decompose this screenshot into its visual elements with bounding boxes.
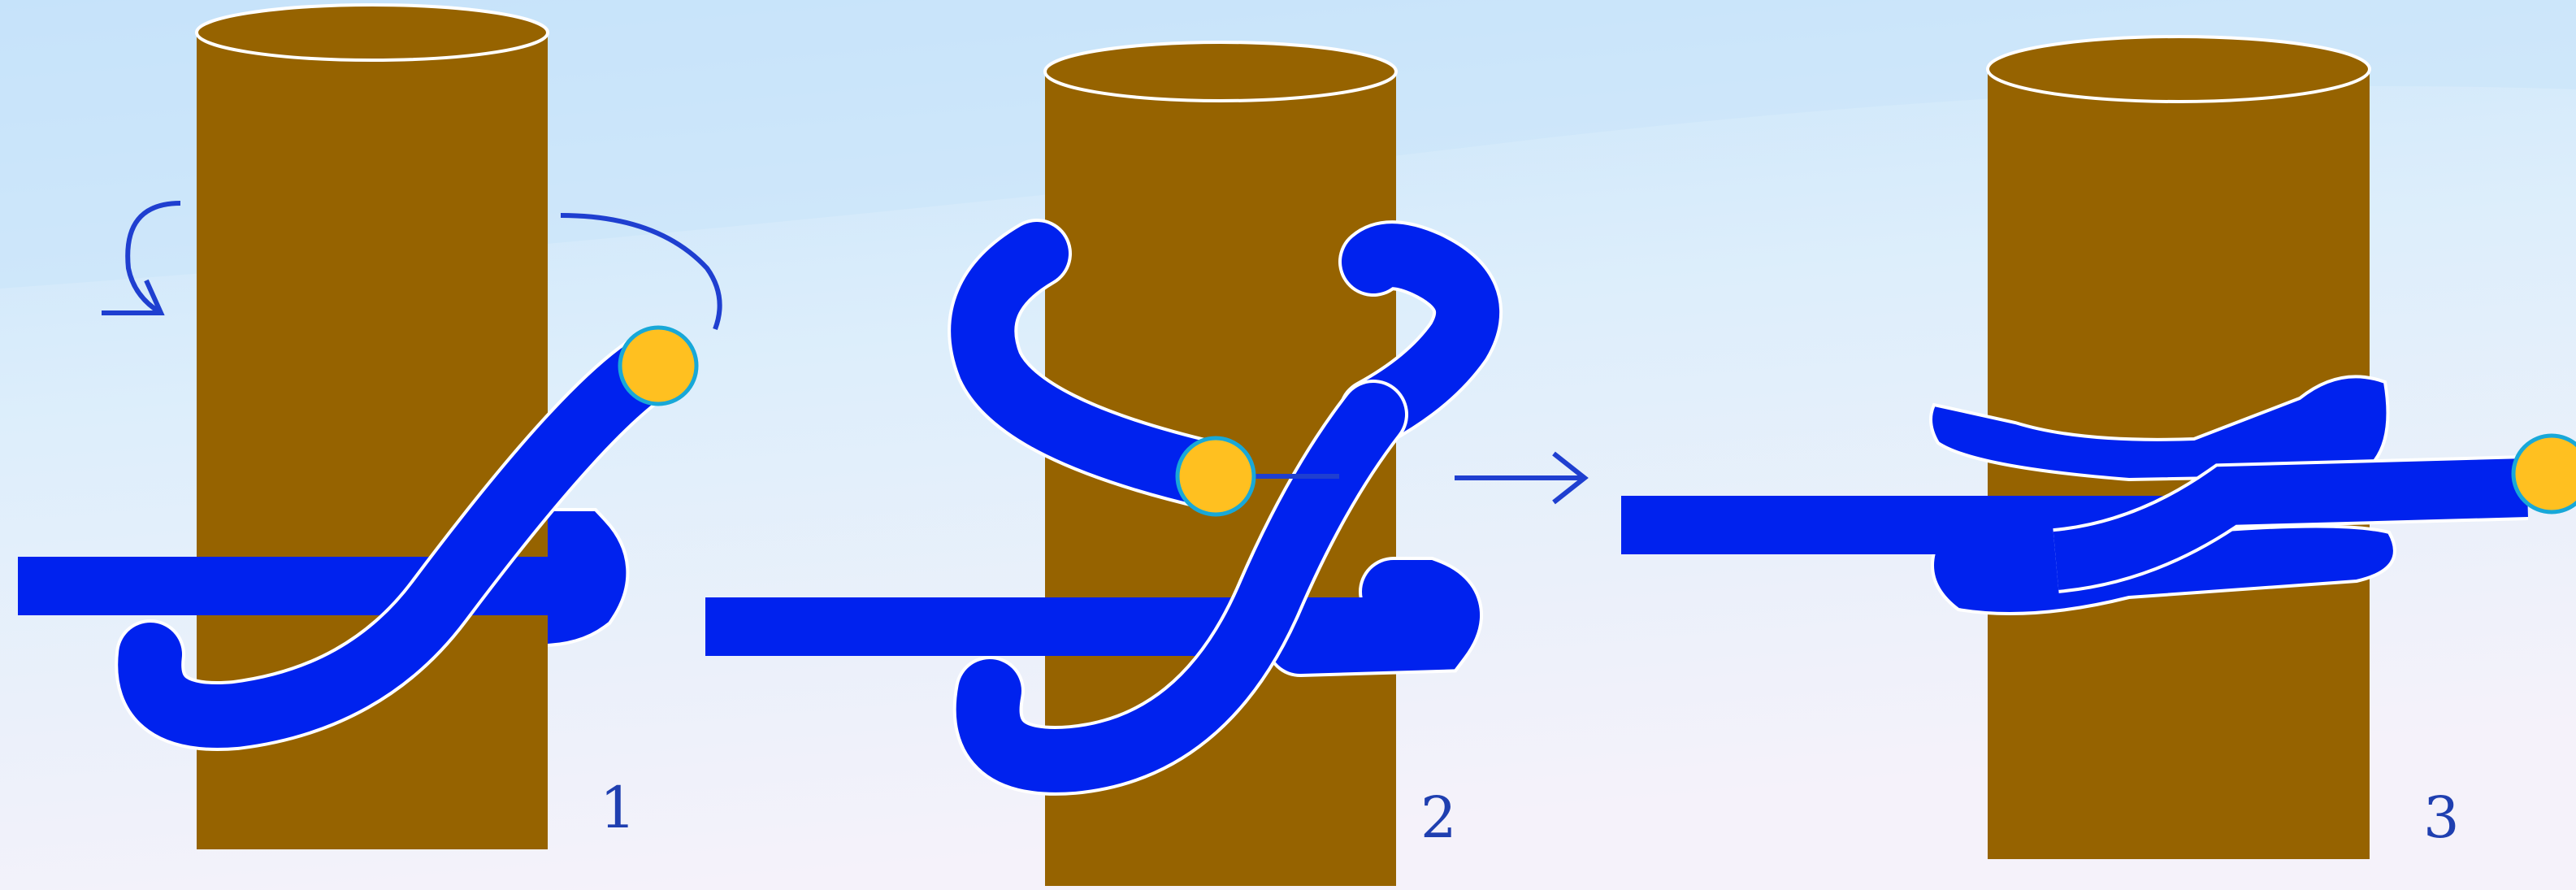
- step-number: 3: [2423, 784, 2460, 851]
- step-number: 2: [1420, 784, 1457, 851]
- step-1: 1: [18, 3, 722, 849]
- rope-end-marker: [2511, 433, 2576, 514]
- rope-wrap-band: [1931, 524, 2396, 615]
- post-top: [1986, 35, 2371, 103]
- rope-standing-part: [18, 557, 603, 615]
- rope-front-crossing: [118, 332, 686, 748]
- rotation-arrow-right: [560, 213, 722, 331]
- rope-end-marker: [618, 325, 699, 406]
- step-3: 3: [1621, 35, 2576, 859]
- step-number: 1: [600, 775, 636, 841]
- pull-arrow: [1251, 451, 1589, 505]
- rope-wrap-band: [1929, 375, 2390, 482]
- rope-end-marker: [1175, 436, 1256, 517]
- rotation-arrow-left: [102, 201, 181, 315]
- rope-front-crossing: [956, 383, 1405, 792]
- rope-lower-loop: [1268, 560, 1480, 674]
- post-top: [195, 3, 549, 62]
- rope-upper-loop: [951, 222, 1500, 507]
- step-2: 2: [705, 41, 1589, 886]
- post-top: [1043, 41, 1398, 102]
- rope-running-end: [2053, 458, 2528, 590]
